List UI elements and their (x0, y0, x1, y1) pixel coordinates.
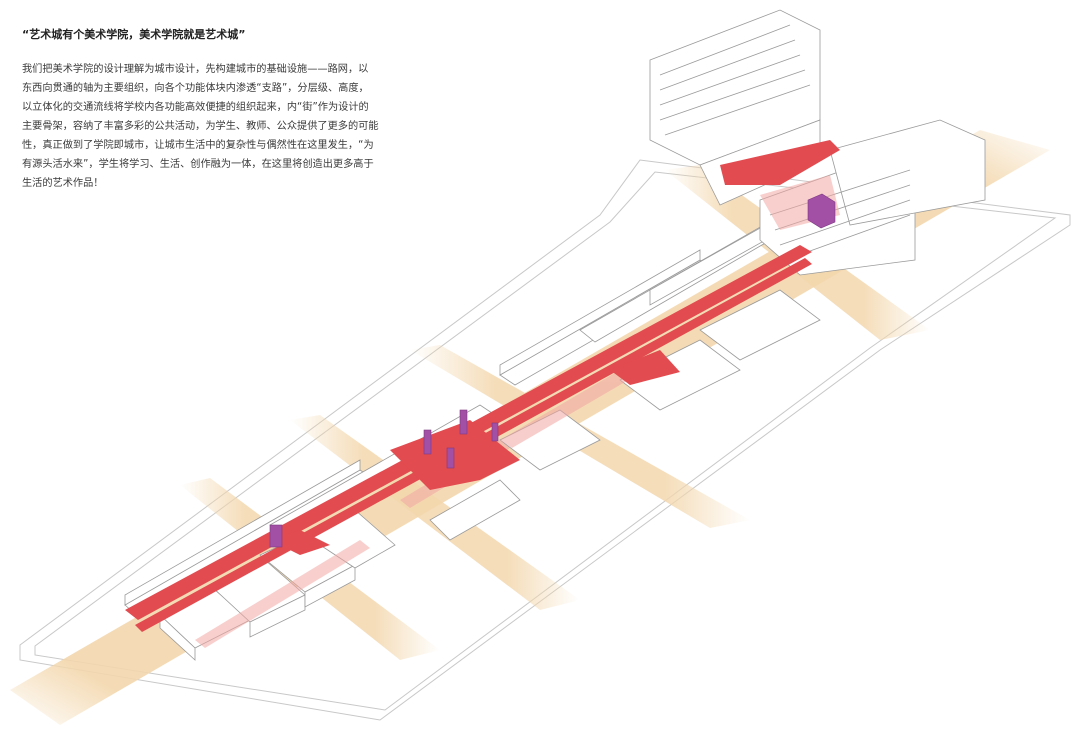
intro-text-block: “艺术城有个美术学院，美术学院就是艺术城” 我们把美术学院的设计理解为城市设计，… (22, 26, 382, 193)
building-block (829, 119, 986, 226)
description-line: 东西向贯通的轴为主要组织，向各个功能体块内渗透“支路”，分层级、高度， (22, 83, 369, 94)
cross-road (290, 415, 580, 610)
diagram-description: 我们把美术学院的设计理解为城市设计，先构建城市的基础设施——路网，以 东西向贯通… (22, 60, 382, 193)
description-line: 以立体化的交通流线将学校内各功能高效便捷的组织起来，内“街”作为设计的 (22, 102, 369, 113)
description-line: 性，真正做到了学院即城市，让城市生活中的复杂性与偶然性在这里发生，“为 (22, 140, 374, 151)
branch-street (195, 540, 370, 648)
street-branch (610, 350, 680, 385)
description-line: 主要骨架，容纳了丰富多彩的公共活动，为学生、教师、公众提供了更多的可能 (22, 121, 379, 132)
vertical-core (446, 447, 455, 469)
diagram-heading: “艺术城有个美术学院，美术学院就是艺术城” (22, 28, 246, 41)
branch-street (500, 370, 632, 448)
description-line: 生活的艺术作品！ (22, 178, 104, 189)
vertical-core (491, 422, 499, 442)
vertical-core (423, 429, 432, 455)
vertical-circulation-cores (269, 193, 836, 548)
vertical-core (807, 193, 836, 229)
description-line: 我们把美术学院的设计理解为城市设计，先构建城市的基础设施——路网，以 (22, 64, 369, 75)
street-branch (390, 420, 520, 490)
vertical-core (269, 524, 283, 548)
building-block (124, 459, 361, 606)
building-block (619, 339, 741, 411)
internal-street-network (125, 140, 840, 632)
east-complex (649, 9, 986, 276)
street-branch (720, 140, 840, 185)
building-block (699, 289, 821, 361)
description-line: 有源头活水来”，学生将学习、生活、创作融为一体，在这里将创造出更多高于 (22, 159, 374, 170)
vertical-core (459, 409, 468, 435)
building-block (159, 614, 196, 661)
building-block (249, 594, 306, 638)
building-block (304, 564, 356, 608)
building-block (429, 479, 521, 541)
street-branch (270, 530, 330, 555)
building-block (499, 249, 701, 376)
